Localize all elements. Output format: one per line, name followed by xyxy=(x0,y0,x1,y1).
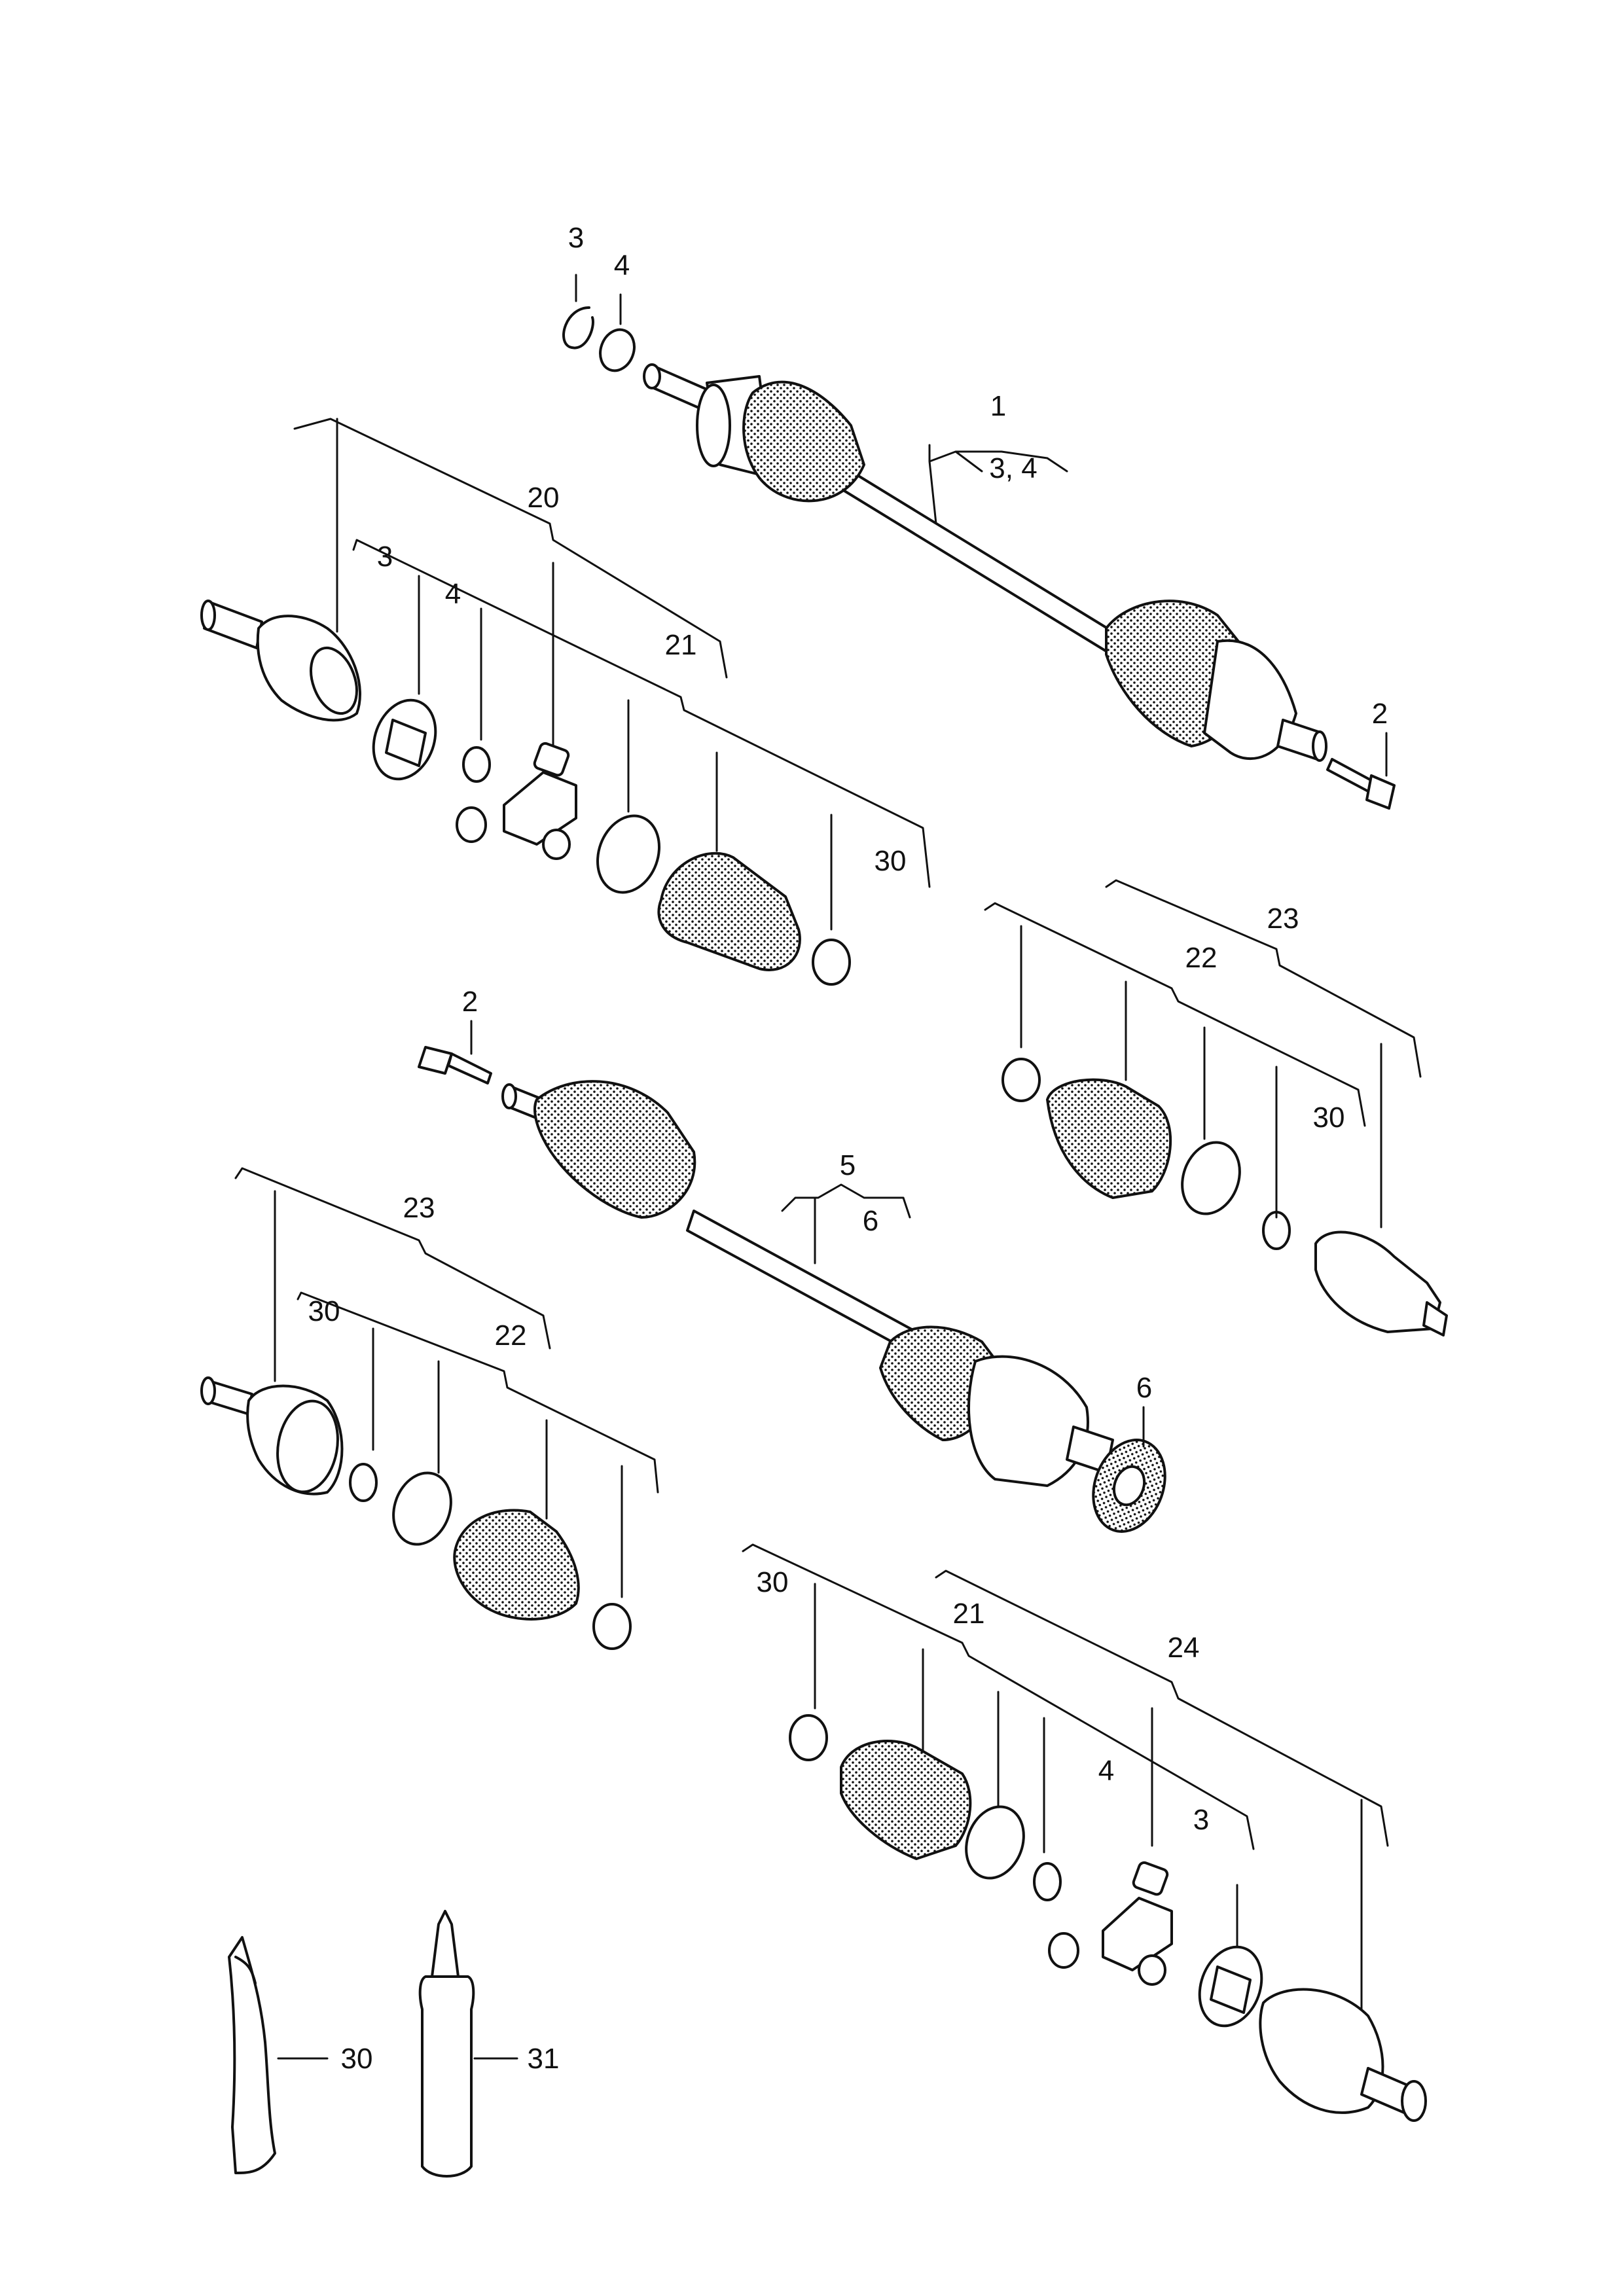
tripod-20[interactable] xyxy=(456,742,577,860)
callout-5-sub-label: 6 xyxy=(863,1205,878,1237)
bracket-24 xyxy=(935,1570,1389,2011)
boot-22-a[interactable] xyxy=(1046,1078,1172,1199)
callout-3-top: 3 xyxy=(568,222,584,254)
callout-21-b: 21 xyxy=(953,1598,985,1630)
callout-23-a: 23 xyxy=(1267,903,1299,935)
callout-30-a: 30 xyxy=(875,845,907,877)
circlip-30-c[interactable] xyxy=(349,1463,378,1502)
callout-5: 5 6 xyxy=(781,1149,911,1265)
bracket-23-a xyxy=(1105,879,1422,1229)
cv-joint-23-a[interactable] xyxy=(1314,1230,1448,1336)
boot-22-b[interactable] xyxy=(453,1509,580,1621)
callout-4-a: 4 xyxy=(445,578,461,610)
clamp-band-22-a[interactable] xyxy=(1172,1134,1249,1222)
callout-30-e: 30 xyxy=(341,2043,373,2075)
callout-1-label: 1 xyxy=(990,390,1006,422)
bracket-21-30 xyxy=(352,539,931,931)
cv-joint-23-b[interactable] xyxy=(200,1376,344,1497)
bracket-20 xyxy=(293,418,728,757)
circlip-4-a[interactable] xyxy=(462,746,491,783)
circlip-3-top[interactable] xyxy=(562,306,594,350)
tripod-housing-24[interactable] xyxy=(1259,1988,1427,2122)
seal-3-b[interactable] xyxy=(1189,1938,1272,2034)
callout-31: 31 xyxy=(528,2043,560,2075)
callout-3-a: 3 xyxy=(377,541,393,573)
clamp-small-22-b[interactable] xyxy=(592,1603,632,1650)
leader-lines-top xyxy=(575,274,1388,777)
callout-21-a: 21 xyxy=(665,629,697,661)
callout-1-sub-label: 3, 4 xyxy=(989,452,1037,484)
flange-6[interactable] xyxy=(1081,1430,1178,1542)
circlip-4-b[interactable] xyxy=(1033,1862,1062,1901)
callout-6: 6 xyxy=(1136,1372,1152,1404)
clamp-band-21-a[interactable] xyxy=(587,807,670,901)
bolt-2-top[interactable] xyxy=(1326,758,1396,810)
boot-21-b[interactable] xyxy=(840,1740,972,1860)
clamp-band-21-b[interactable] xyxy=(956,1799,1033,1886)
tripod-24[interactable] xyxy=(1048,1861,1173,1986)
callout-1: 1 3, 4 xyxy=(928,390,1068,525)
seal-3-a[interactable] xyxy=(363,691,446,787)
callout-2-mid: 2 xyxy=(462,986,478,1018)
callout-22-a: 22 xyxy=(1185,942,1218,974)
callout-4-b: 4 xyxy=(1098,1755,1114,1787)
callout-20: 20 xyxy=(528,482,560,514)
clamp-small-22-a[interactable] xyxy=(1001,1058,1041,1102)
callout-30-b: 30 xyxy=(1313,1102,1345,1134)
bottle-31[interactable] xyxy=(418,1910,475,2178)
callout-23-b: 23 xyxy=(403,1192,435,1224)
drive-shaft-5[interactable] xyxy=(501,1080,1114,1487)
boot-21-a[interactable] xyxy=(657,852,801,971)
callout-22-b: 22 xyxy=(495,1319,527,1352)
circlip-30-b[interactable] xyxy=(1262,1211,1291,1250)
clamp-band-22-b[interactable] xyxy=(384,1465,460,1552)
callout-2-top: 2 xyxy=(1372,698,1388,730)
callout-30-d: 30 xyxy=(757,1566,789,1598)
ring-4-top[interactable] xyxy=(595,325,640,375)
clamp-small-21-a[interactable] xyxy=(812,939,851,986)
bolt-2-mid[interactable] xyxy=(418,1046,492,1085)
callout-3-b: 3 xyxy=(1193,1804,1209,1836)
bracket-23-b xyxy=(234,1167,551,1382)
callout-5-label: 5 xyxy=(840,1149,856,1181)
clamp-small-21-b[interactable] xyxy=(789,1714,828,1761)
bracket-22-a xyxy=(984,902,1366,1219)
callout-4-top: 4 xyxy=(614,249,630,281)
callout-30-c: 30 xyxy=(308,1295,340,1327)
grease-tube-30[interactable] xyxy=(228,1936,276,2174)
drive-shaft-1[interactable] xyxy=(643,363,1327,762)
bracket-22-b xyxy=(297,1291,659,1598)
callout-24: 24 xyxy=(1168,1632,1200,1664)
tripod-housing-20[interactable] xyxy=(200,600,365,722)
